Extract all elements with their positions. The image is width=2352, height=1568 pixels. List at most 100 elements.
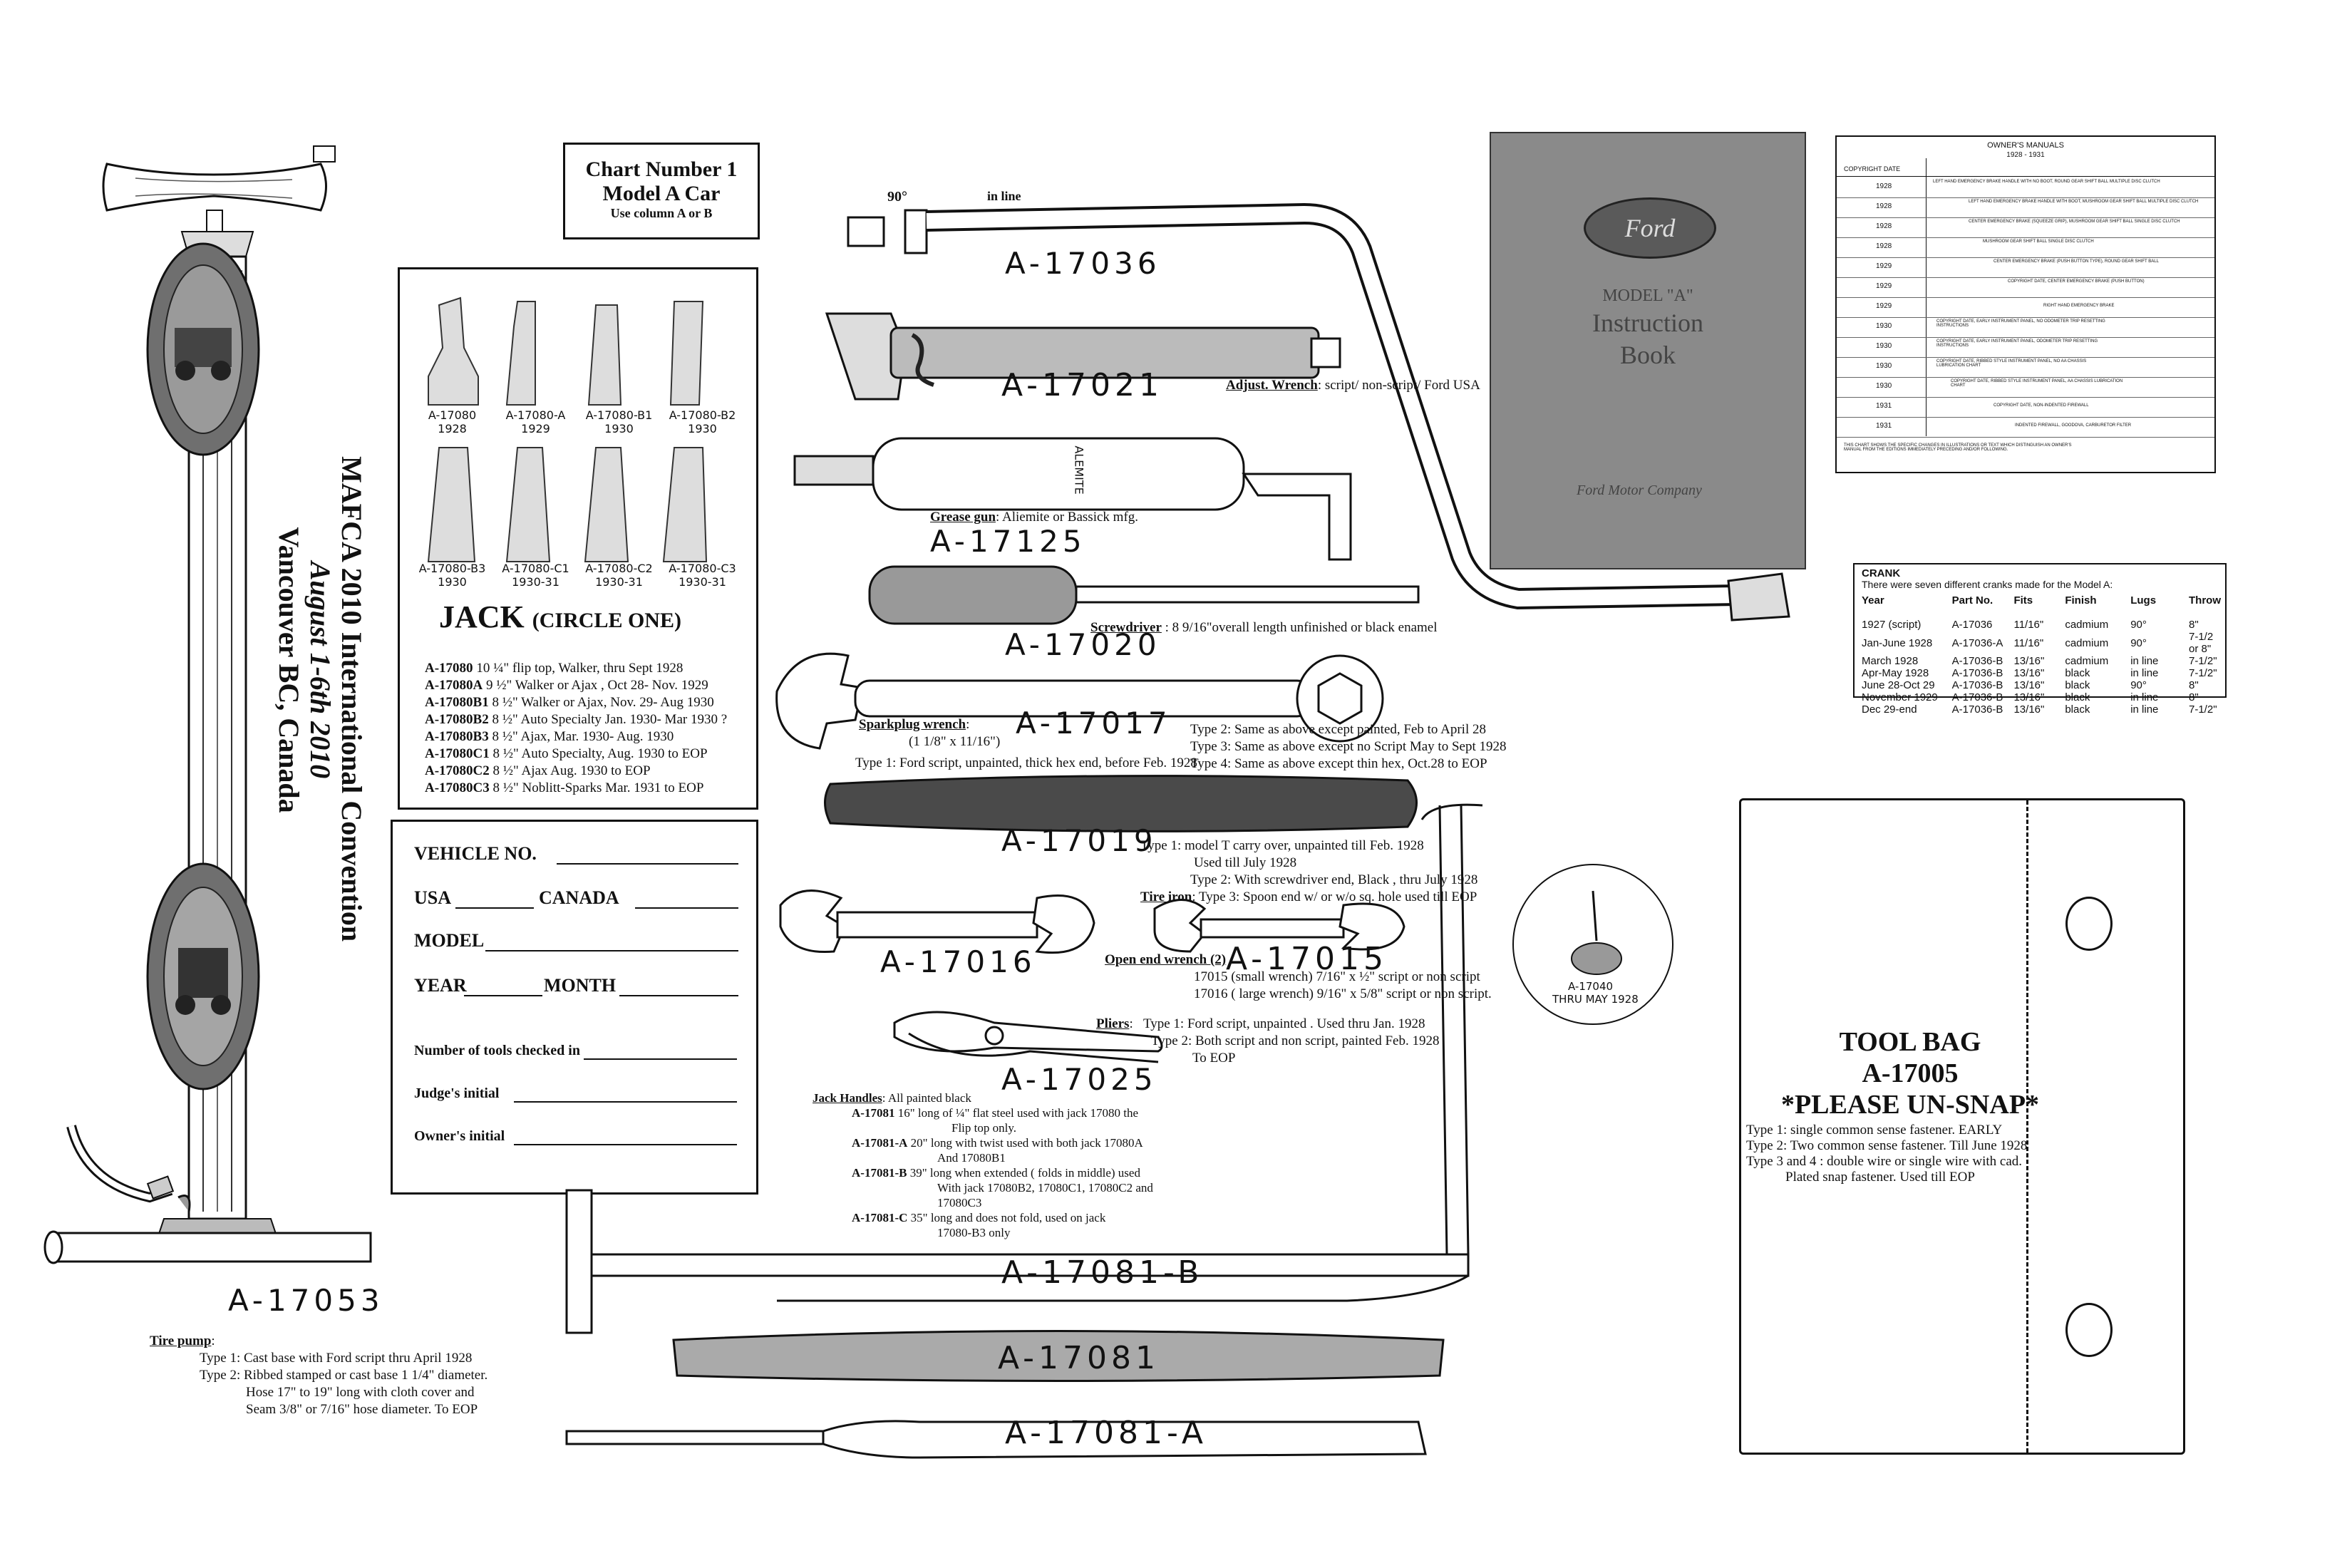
jack-item-6: A-17080C2 8 ½" Ajax Aug. 1930 to EOP: [425, 763, 651, 778]
manual-year-5: 1929: [1876, 282, 1892, 290]
chart-number: Chart Number 1: [585, 158, 738, 181]
adjustable-wrench-illustration: [813, 299, 1354, 406]
manual-year-3: 1928: [1876, 242, 1892, 250]
usa-field[interactable]: [455, 907, 534, 909]
jack-img-code-7: A-17080-C3: [669, 562, 736, 575]
canada-field[interactable]: [635, 907, 738, 909]
tool-bag-flap-line: [2026, 800, 2028, 1453]
oil-can-illustration: [1511, 862, 1675, 1026]
jack-item-7: A-17080C3 8 ½" Noblitt-Sparks Mar. 1931 …: [425, 780, 704, 795]
chart-title-box: Chart Number 1 Model A Car Use column A …: [563, 143, 760, 239]
vehicle-no-field[interactable]: [557, 863, 738, 865]
jack-item-4: A-17080B3 8 ½" Ajax, Mar. 1930- Aug. 193…: [425, 729, 674, 744]
manual-year-12: 1931: [1876, 422, 1892, 430]
jack-img-year-1: 1929: [521, 422, 550, 435]
screwdriver-illustration: [862, 559, 1433, 631]
tire-pump-notes: Tire pump: Type 1: Cast base with Ford s…: [150, 1334, 488, 1417]
canada-label: CANADA: [539, 887, 619, 908]
jack-handle-b-illustration: [563, 798, 1490, 1390]
instruction-book: Ford MODEL "A" Instruction Book Ford Mot…: [1490, 132, 1806, 569]
grease-gun-desc: : Aliemite or Bassick mfg.: [996, 510, 1139, 525]
open-end-wrench-large-code: A-17015: [1226, 941, 1388, 977]
tire-iron-type1a: Type 1: model T carry over, unpainted ti…: [1140, 838, 1424, 853]
tools-checked-label: Number of tools checked in: [414, 1043, 580, 1058]
jack-title: JACK: [439, 599, 525, 634]
jack-handle-twist-code: A-17081-A: [1005, 1415, 1207, 1451]
grease-gun-label: Grease gun: [930, 510, 996, 525]
tire-pump-code: A-17053: [228, 1283, 384, 1318]
tire-iron-code: A-17019: [1001, 823, 1157, 858]
jack-img-code-6: A-17080-C2: [585, 562, 653, 575]
manual-note-3: MUSHROOM GEAR SHIFT BALL SINGLE DISC CLU…: [1983, 239, 2094, 244]
jack-img-code-1: A-17080-A: [505, 408, 566, 422]
jack-handle-flat-code: A-17081: [998, 1340, 1160, 1376]
oil-can-note: THRU MAY 1928: [1552, 993, 1639, 1006]
ford-oval-logo: Ford: [1584, 197, 1716, 259]
adjustable-wrench-desc: : script/ non-script/ Ford USA: [1317, 378, 1480, 393]
crank-code: A-17036: [1005, 246, 1161, 281]
manual-year-11: 1931: [1876, 402, 1892, 410]
jack-img-code-0: A-17080: [428, 408, 477, 422]
manual-year-10: 1930: [1876, 382, 1892, 390]
owner-initial-field[interactable]: [514, 1144, 737, 1145]
convention-title: MAFCA 2010 International Convention Augu…: [273, 456, 368, 942]
month-label: MONTH: [544, 975, 617, 996]
vehicle-no-label: VEHICLE NO.: [414, 843, 537, 864]
year-field[interactable]: [464, 995, 542, 996]
manual-year-9: 1930: [1876, 362, 1892, 370]
tire-iron-illustration: [823, 773, 1429, 834]
screwdriver-note: Screwdriver : 8 9/16"overall length unfi…: [1090, 620, 1438, 636]
jack-handle-b-code: A-17081-B: [1001, 1254, 1204, 1291]
screwdriver-label: Screwdriver: [1090, 620, 1162, 635]
manual-year-6: 1929: [1876, 302, 1892, 310]
judging-form: VEHICLE NO. USA CANADA MODEL YEAR MONTH …: [391, 820, 758, 1195]
manuals-col-copyright: COPYRIGHT DATE: [1844, 165, 1901, 172]
jack-handles-notes: Jack Handles: All painted black A-17081 …: [813, 1091, 1153, 1239]
open-end-label: Open end wrench (2): [1105, 952, 1227, 967]
pliers-type2: Type 2: Both script and non script, pain…: [1151, 1033, 1440, 1048]
crank-table: CRANK There were seven different cranks …: [1853, 563, 2227, 716]
owners-manuals-chart: OWNER'S MANUALS 1928 - 1931 COPYRIGHT DA…: [1835, 135, 2216, 473]
manuals-footnote: THIS CHART SHOWS THE SPECIFIC CHANGES IN…: [1844, 443, 2072, 452]
tool-bag-text: TOOL BAG A-17005 *PLEASE UN-SNAP*: [1739, 1026, 2081, 1120]
jack-item-0: A-17080 10 ¼" flip top, Walker, thru Sep…: [425, 661, 684, 676]
jack-img-year-7: 1930-31: [679, 575, 726, 589]
jack-handle-0-l2: Flip top only.: [951, 1121, 1016, 1135]
pliers-code: A-17025: [1001, 1062, 1157, 1097]
grease-gun-stamp: ALEMITE: [1072, 445, 1086, 495]
judge-initial-field[interactable]: [514, 1101, 737, 1103]
jack-handles-desc: : All painted black: [882, 1091, 971, 1105]
jack-handle-twist-illustration: [563, 1418, 1433, 1461]
sparkplug-note: Sparkplug wrench: (1 1/8" x 11/16"): [859, 717, 1001, 749]
jack-handle-1-l2: And 17080B1: [937, 1151, 1006, 1165]
open-end-wrench-small-code: A-17016: [880, 944, 1036, 979]
judge-initial-label: Judge's initial: [414, 1085, 500, 1101]
month-field[interactable]: [619, 995, 738, 996]
pliers-note: Pliers: Type 1: Ford script, unpainted .…: [1096, 1016, 1440, 1066]
manual-note-1: LEFT HAND EMERGENCY BRAKE HANDLE WITH BO…: [1969, 200, 2199, 204]
tools-checked-field[interactable]: [584, 1058, 737, 1060]
grease-gun-note: Grease gun: Aliemite or Bassick mfg.: [930, 510, 1138, 525]
tire-pump-type1: Type 1: Cast base with Ford script thru …: [200, 1351, 473, 1366]
crank-table-subtitle: There were seven different cranks made f…: [1862, 579, 2113, 590]
year-label: YEAR: [414, 975, 467, 996]
model-field[interactable]: [485, 950, 738, 951]
crank-inline-label: in line: [987, 189, 1021, 203]
tool-bag-type34: Type 3 and 4 : double wire or single wir…: [1746, 1154, 2023, 1169]
convention-line3: Vancouver BC, Canada: [273, 527, 305, 813]
convention-line2: August 1-6th 2010: [304, 561, 336, 779]
jack-handles-title: Jack Handles: [813, 1091, 882, 1105]
sparkplug-type3: Type 3: Same as above except no Script M…: [1190, 739, 1507, 754]
tool-bag-unsnap[interactable]: *PLEASE UN-SNAP*: [1780, 1090, 2040, 1120]
chart-model: Model A Car: [602, 182, 721, 205]
snap-fastener-top: [2065, 897, 2113, 951]
manual-year-2: 1928: [1876, 222, 1892, 230]
manual-year-0: 1928: [1876, 182, 1892, 190]
